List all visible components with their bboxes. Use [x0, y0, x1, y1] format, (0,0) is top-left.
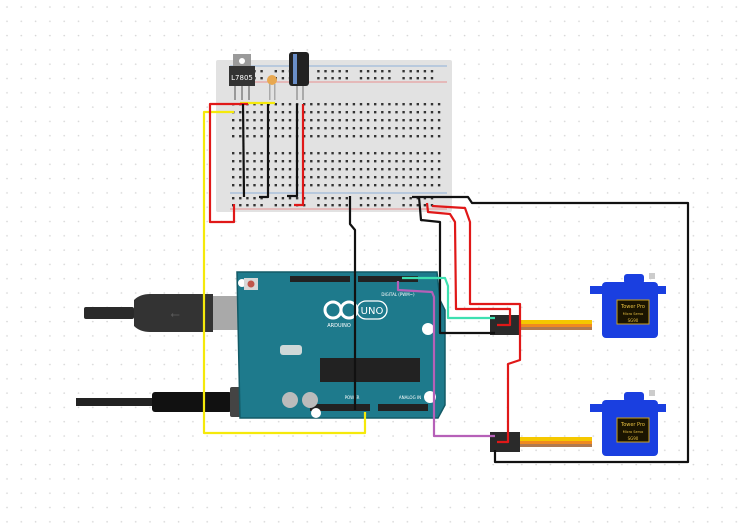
- wire-purple-signal2[interactable]: [396, 281, 495, 438]
- wire-red-ecap[interactable]: [294, 104, 305, 207]
- wire-red-vin[interactable]: [208, 102, 248, 224]
- power-label: POWER: [345, 395, 360, 400]
- arduino-model: UNO: [361, 306, 384, 317]
- servo-2-subtitle: Micro Servo: [623, 430, 644, 434]
- servo-2-model: SG90: [628, 436, 639, 441]
- wire-teal-signal1[interactable]: [402, 276, 495, 320]
- arduino-logo-text: ARDUINO: [327, 323, 351, 329]
- servo-1-model: SG90: [628, 318, 639, 323]
- wire-black-servo1-gnd[interactable]: [417, 196, 495, 335]
- ceramic-capacitor[interactable]: [267, 75, 277, 100]
- digital-label: DIGITAL (PWM~): [381, 292, 415, 297]
- servo-1-brand: Tower Pro: [620, 304, 645, 310]
- wire-black-reg-gnd[interactable]: [241, 103, 246, 198]
- arduino-logo: UNO ARDUINO: [323, 300, 388, 329]
- usb-cable[interactable]: ⭠: [84, 294, 243, 332]
- wire-black-arduino-gnd[interactable]: [348, 196, 357, 410]
- wire-black-ecap-gnd[interactable]: [287, 104, 299, 198]
- usb-icon: ⭠: [170, 307, 180, 321]
- regulator-label: L7805: [231, 74, 253, 82]
- breadboard-holes: [232, 70, 441, 207]
- voltage-regulator[interactable]: L7805: [229, 54, 255, 100]
- arduino-uno[interactable]: UNO ARDUINO DIGITAL (PWM~) POWER ANALOG …: [236, 271, 446, 419]
- electrolytic-capacitor[interactable]: [289, 52, 309, 100]
- wire-yellow-5v[interactable]: [202, 110, 367, 435]
- servo-2-brand: Tower Pro: [620, 422, 645, 428]
- servo-1-subtitle: Micro Servo: [623, 312, 644, 316]
- wire-red-servo1-vcc[interactable]: [425, 202, 512, 327]
- wire-black-gnd-rail[interactable]: [412, 195, 690, 464]
- wire-black-cap-gnd[interactable]: [259, 104, 270, 199]
- wire-red-servo2-vcc[interactable]: [431, 204, 522, 444]
- analog-label: ANALOG IN: [399, 395, 421, 400]
